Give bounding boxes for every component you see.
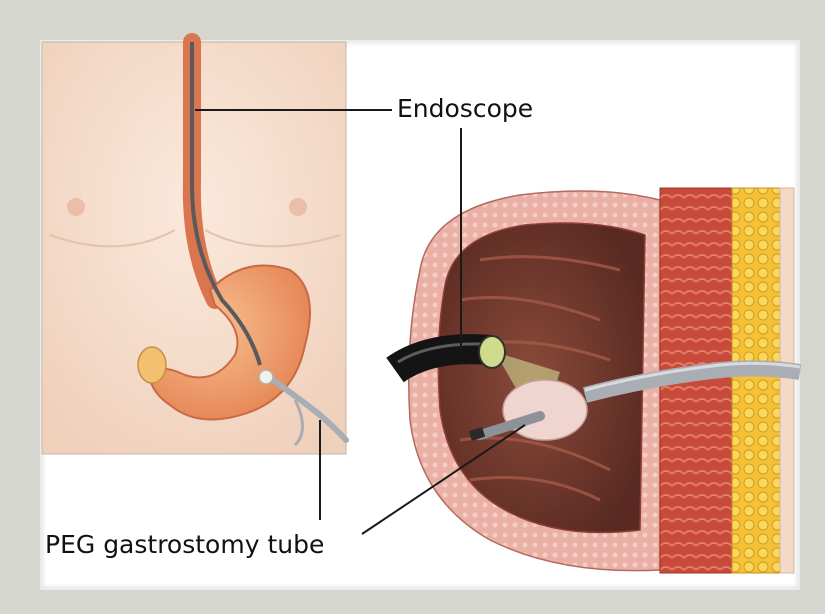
duodenum (138, 347, 166, 383)
peg-gastrostomy-tube-label: PEG gastrostomy tube (45, 532, 324, 557)
subcutaneous-fat-layer (732, 188, 780, 573)
endoscope-label: Endoscope (397, 96, 533, 121)
peg-tube-bolster (259, 370, 273, 384)
torso-inset (42, 42, 346, 454)
skin-layer (780, 188, 794, 573)
stomach-cross-section (395, 188, 800, 573)
left-nipple (67, 198, 85, 216)
right-nipple (289, 198, 307, 216)
endoscope-lens (479, 336, 505, 368)
